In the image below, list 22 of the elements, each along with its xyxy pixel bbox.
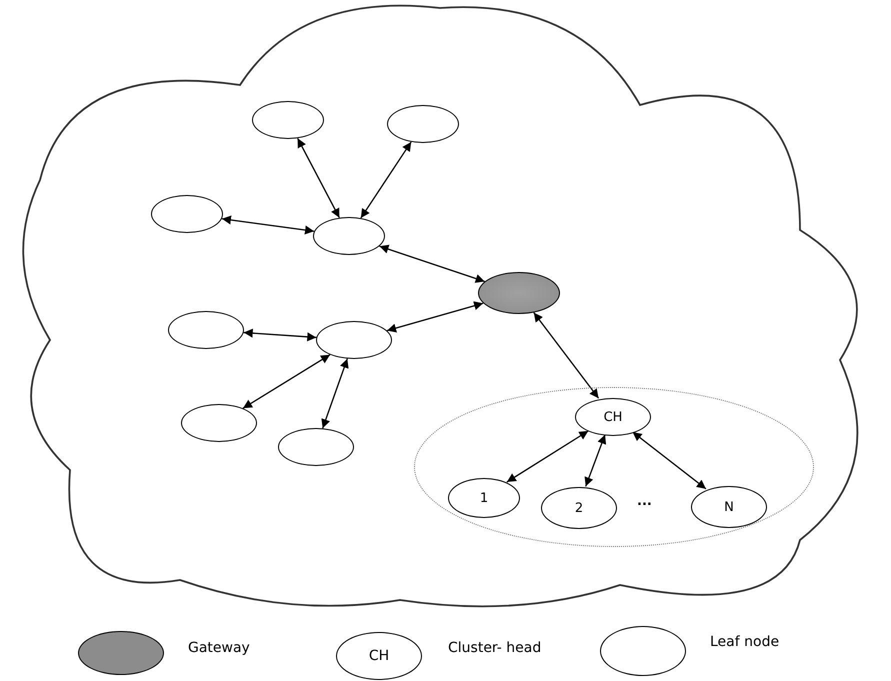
node-label: 1 (480, 490, 488, 506)
double-arrow (321, 358, 349, 429)
double-arrow (533, 312, 600, 399)
node-label: 2 (574, 500, 584, 516)
double-arrow (379, 244, 485, 283)
double-arrow (222, 215, 314, 235)
double-arrow (360, 142, 412, 218)
double-arrow (632, 431, 706, 490)
node-label: CH (604, 410, 622, 424)
cluster-ellipse (414, 387, 814, 547)
ellipsis-text: ... (637, 494, 652, 509)
legend-label: Gateway (188, 640, 250, 656)
double-arrow (584, 434, 606, 487)
legend-label: Leaf node (710, 634, 780, 650)
double-arrow (297, 138, 340, 218)
legend-label: Cluster- head (448, 640, 542, 656)
double-arrow (506, 430, 589, 483)
double-arrow (242, 354, 330, 409)
double-arrow (386, 301, 484, 332)
node-label: N (724, 500, 734, 514)
swatch-label: CH (368, 648, 390, 664)
double-arrow (244, 328, 316, 342)
